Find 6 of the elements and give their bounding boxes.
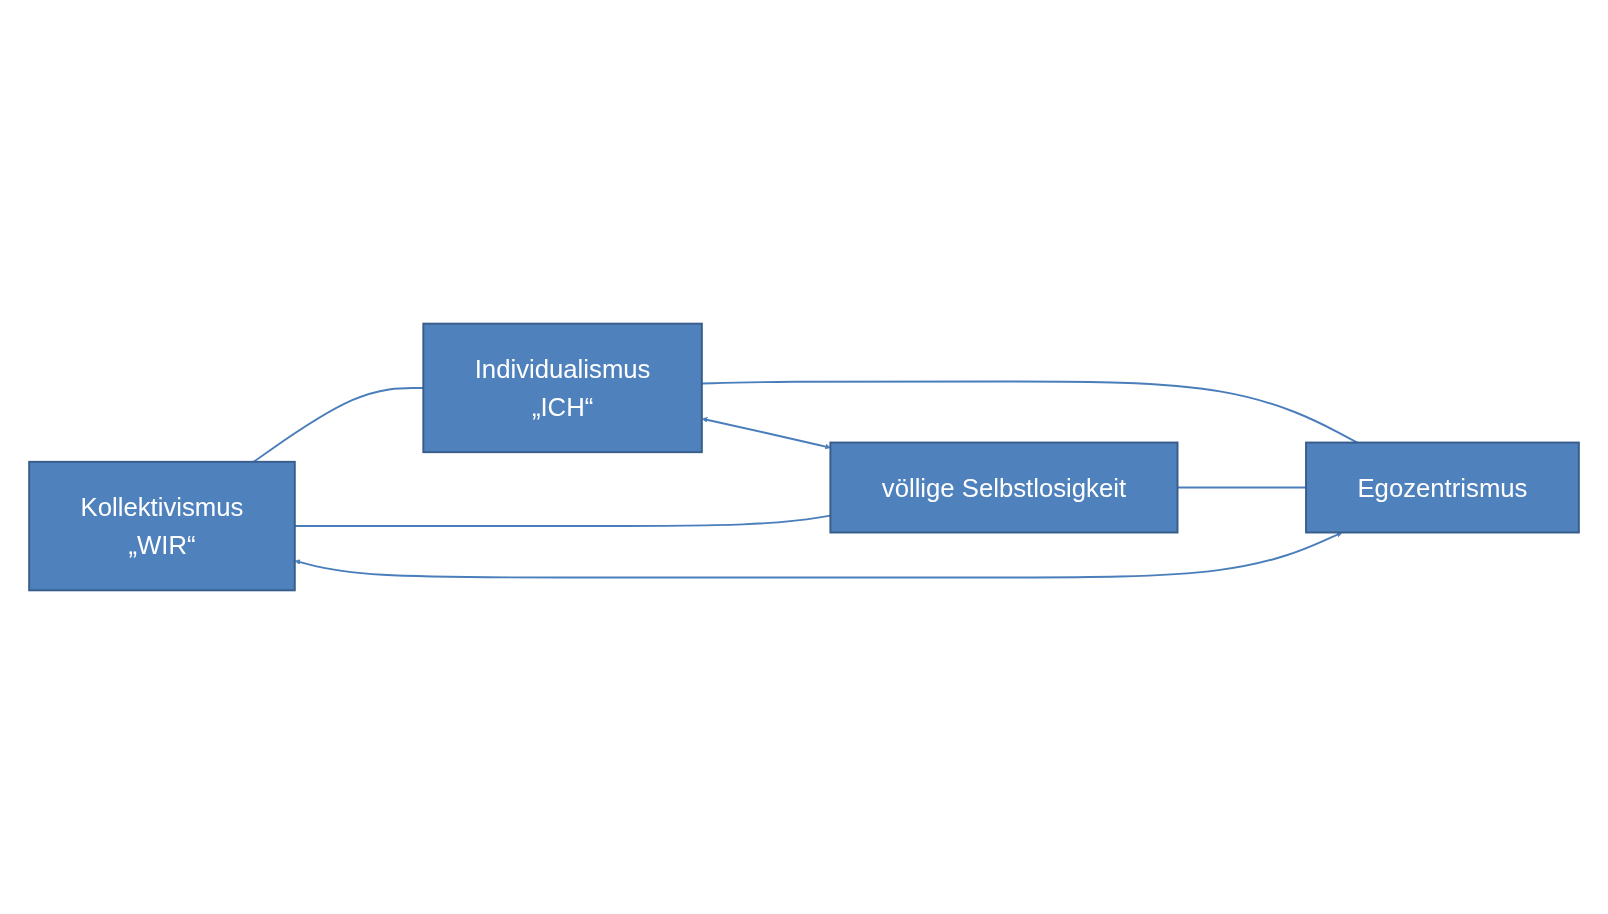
node-box: völlige Selbstlosigkeit [829, 441, 1179, 534]
node-box: Egozentrismus [1305, 441, 1580, 534]
arrow [294, 532, 1343, 579]
node-box: Individualismus „ICH“ [422, 322, 703, 454]
arrow [701, 417, 831, 450]
node-box: Kollektivismus „WIR“ [28, 460, 296, 592]
